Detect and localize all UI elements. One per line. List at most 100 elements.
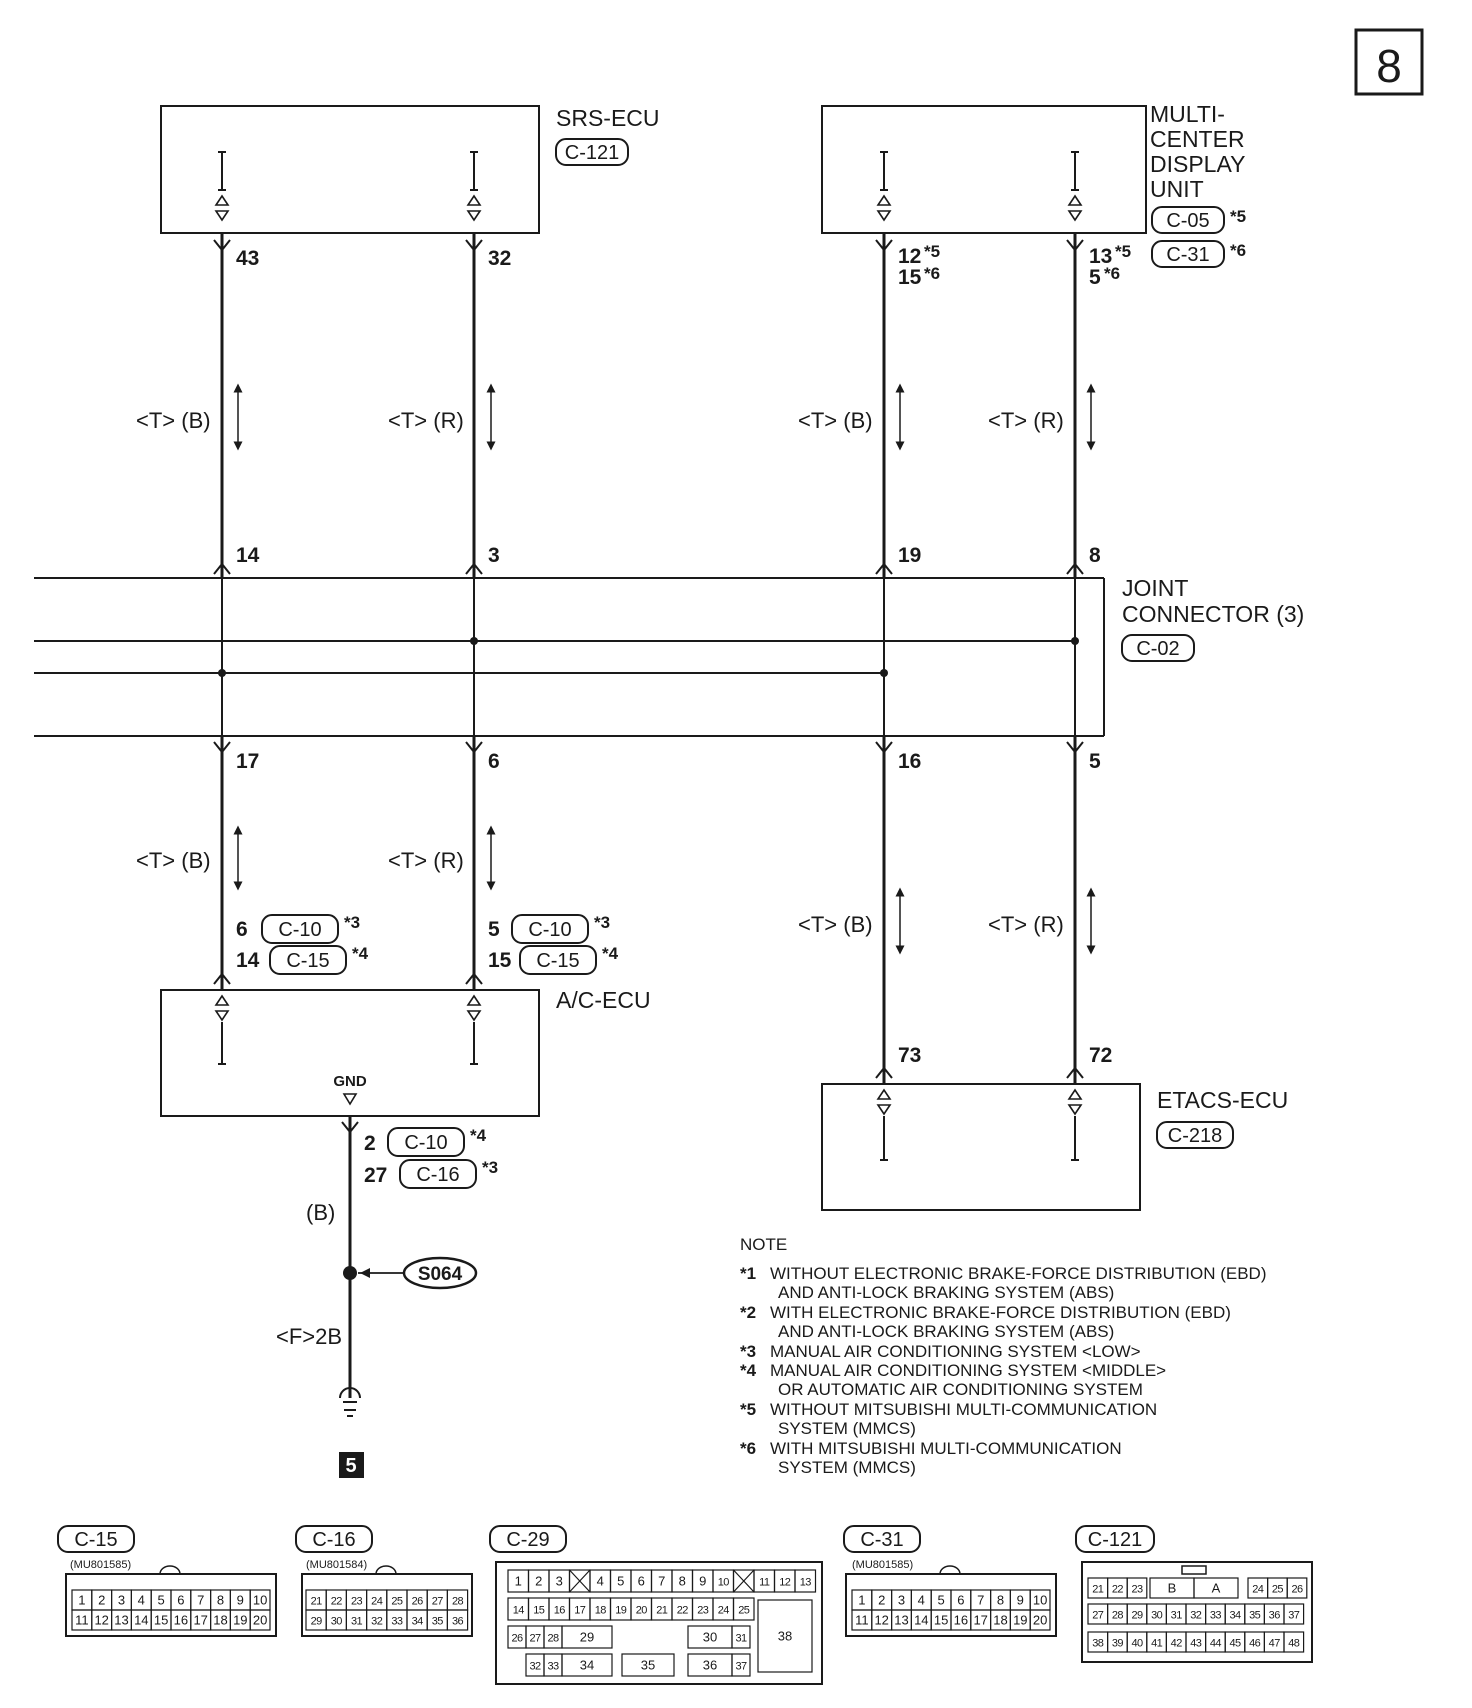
etacs-terminal-1-symbol [876, 1088, 892, 1161]
connector-cell-label: 27 [529, 1633, 541, 1645]
connector-cell-label: 32 [1190, 1610, 1202, 1622]
connector-cell-label: 30 [1151, 1610, 1163, 1622]
connector-cell-label: 34 [1229, 1610, 1241, 1622]
svg-text:C-05: C-05 [1166, 210, 1209, 232]
svg-text:*5: *5 [1115, 242, 1131, 261]
pin-jc-16: 16 [898, 750, 921, 773]
connector-cell-label: 14 [134, 1613, 148, 1628]
connector-cell-label: 35 [1249, 1610, 1261, 1622]
svg-text:DISPLAY: DISPLAY [1150, 151, 1245, 177]
connector-cell-label: 3 [898, 1593, 905, 1608]
svg-text:C-16: C-16 [416, 1164, 459, 1186]
ground-symbol-icon [339, 1387, 361, 1417]
connector-cell-label: 15 [154, 1613, 168, 1628]
connector-cell-label: 22 [331, 1596, 343, 1608]
connector-cell-label: 27 [1092, 1610, 1104, 1622]
connector-cell-label: 44 [1210, 1638, 1222, 1650]
svg-text:*6: *6 [740, 1439, 756, 1458]
connector-cell-label: 2 [878, 1593, 885, 1608]
connector-cell-label: 35 [432, 1616, 444, 1628]
connector-cell-label: 27 [432, 1596, 444, 1608]
mcdu-connector-tag-1: C-05 *5 [1151, 206, 1246, 234]
connector-cell-label: 28 [452, 1596, 464, 1608]
connector-cell-label: 31 [735, 1633, 747, 1645]
ac-ecu-box: GND [160, 989, 540, 1117]
connector-cell-label: 20 [253, 1613, 267, 1628]
connector-cell-label: 32 [371, 1616, 383, 1628]
connector-cell-label: 13 [114, 1613, 128, 1628]
notes-block: NOTE *1 WITHOUT ELECTRONIC BRAKE-FORCE D… [740, 1235, 1267, 1477]
srs-ecu-box [160, 105, 540, 234]
connector-cell-label: 8 [997, 1593, 1004, 1608]
connector-cell-label: 18 [595, 1605, 607, 1617]
etacs-connector-tag: C-218 [1156, 1121, 1234, 1149]
svg-text:27: 27 [364, 1164, 387, 1187]
note-5-line-1: WITHOUT MITSUBISHI MULTI-COMMUNICATION [770, 1400, 1157, 1419]
svg-text:UNIT: UNIT [1150, 176, 1204, 202]
connector-cell-label: 19 [615, 1605, 627, 1617]
connector-cell-label: 14 [513, 1605, 525, 1617]
pin-jc-14: 14 [236, 544, 260, 567]
connector-cell-label: 7 [658, 1574, 665, 1589]
connector-cell [1126, 1577, 1148, 1599]
wire-mcdu-r [1066, 233, 1084, 578]
svg-text:*3: *3 [594, 913, 610, 932]
connector-cell-label: 26 [511, 1633, 523, 1645]
svg-text:*5: *5 [924, 242, 940, 261]
svg-text:2: 2 [364, 1132, 376, 1155]
svg-text:C-121: C-121 [1088, 1529, 1142, 1551]
splice-point-s064: S064 [343, 1256, 478, 1290]
ground-wire-color-label: (B) [306, 1200, 335, 1225]
connector-cell [561, 1625, 613, 1649]
splice-label: S064 [418, 1264, 463, 1285]
connector-cell-label: 5 [157, 1593, 164, 1608]
connector-cell-label: 35 [641, 1658, 655, 1673]
connector-cell-label: 13 [894, 1613, 908, 1628]
connector-cell-label: 10 [1033, 1593, 1047, 1608]
svg-text:*5: *5 [1230, 207, 1246, 226]
srs-terminal-1-symbol [214, 151, 230, 222]
svg-text:C-15: C-15 [536, 950, 579, 972]
connector-cell [249, 1609, 271, 1631]
svg-text:C-29: C-29 [506, 1529, 549, 1551]
connector-cell-label: 17 [193, 1613, 207, 1628]
ac-terminal-1-symbol [214, 994, 230, 1065]
connector-cell-label: 10 [718, 1577, 730, 1589]
connector-cell [621, 1653, 675, 1677]
connector-cell-label: 24 [371, 1596, 383, 1608]
pin-jc-3: 3 [488, 544, 500, 567]
connector-cell-label: A [1212, 1581, 1221, 1596]
connector-cell-label: 8 [217, 1593, 224, 1608]
connector-cell-label: 31 [1171, 1610, 1183, 1622]
svg-text:*4: *4 [602, 944, 619, 963]
pin-etacs-72: 72 [1089, 1044, 1112, 1067]
pin-jc-5: 5 [1089, 750, 1101, 773]
connector-cell-label: 26 [1291, 1584, 1303, 1596]
connector-cell-label: 4 [138, 1593, 145, 1608]
connector-cell-label: 13 [800, 1577, 812, 1589]
connector-cell-label: 25 [391, 1596, 403, 1608]
svg-text:*6: *6 [1104, 264, 1120, 283]
svg-text:5: 5 [488, 918, 500, 941]
svg-text:CENTER: CENTER [1150, 126, 1245, 152]
blank-cell-mark [733, 1569, 755, 1593]
etacs-ecu-box [821, 1083, 1141, 1211]
connector-cell-label: 9 [1017, 1593, 1024, 1608]
connector-cell-label: 6 [957, 1593, 964, 1608]
connector-cell-label: 3 [118, 1593, 125, 1608]
mcdu-box [821, 105, 1147, 234]
pin-jc-17: 17 [236, 750, 259, 773]
svg-text:*6: *6 [1230, 241, 1246, 260]
svg-text:C-15: C-15 [286, 950, 329, 972]
connector-cell-label: 29 [1131, 1610, 1143, 1622]
svg-text:(MU801584): (MU801584) [306, 1559, 367, 1571]
joint-connector-label: JOINT CONNECTOR (3) [1122, 575, 1304, 627]
connector-cell [732, 1597, 755, 1621]
connector-cell [757, 1599, 813, 1673]
ac-pin-group-2: 5 C-10 *3 15 C-15 *4 [488, 913, 619, 975]
